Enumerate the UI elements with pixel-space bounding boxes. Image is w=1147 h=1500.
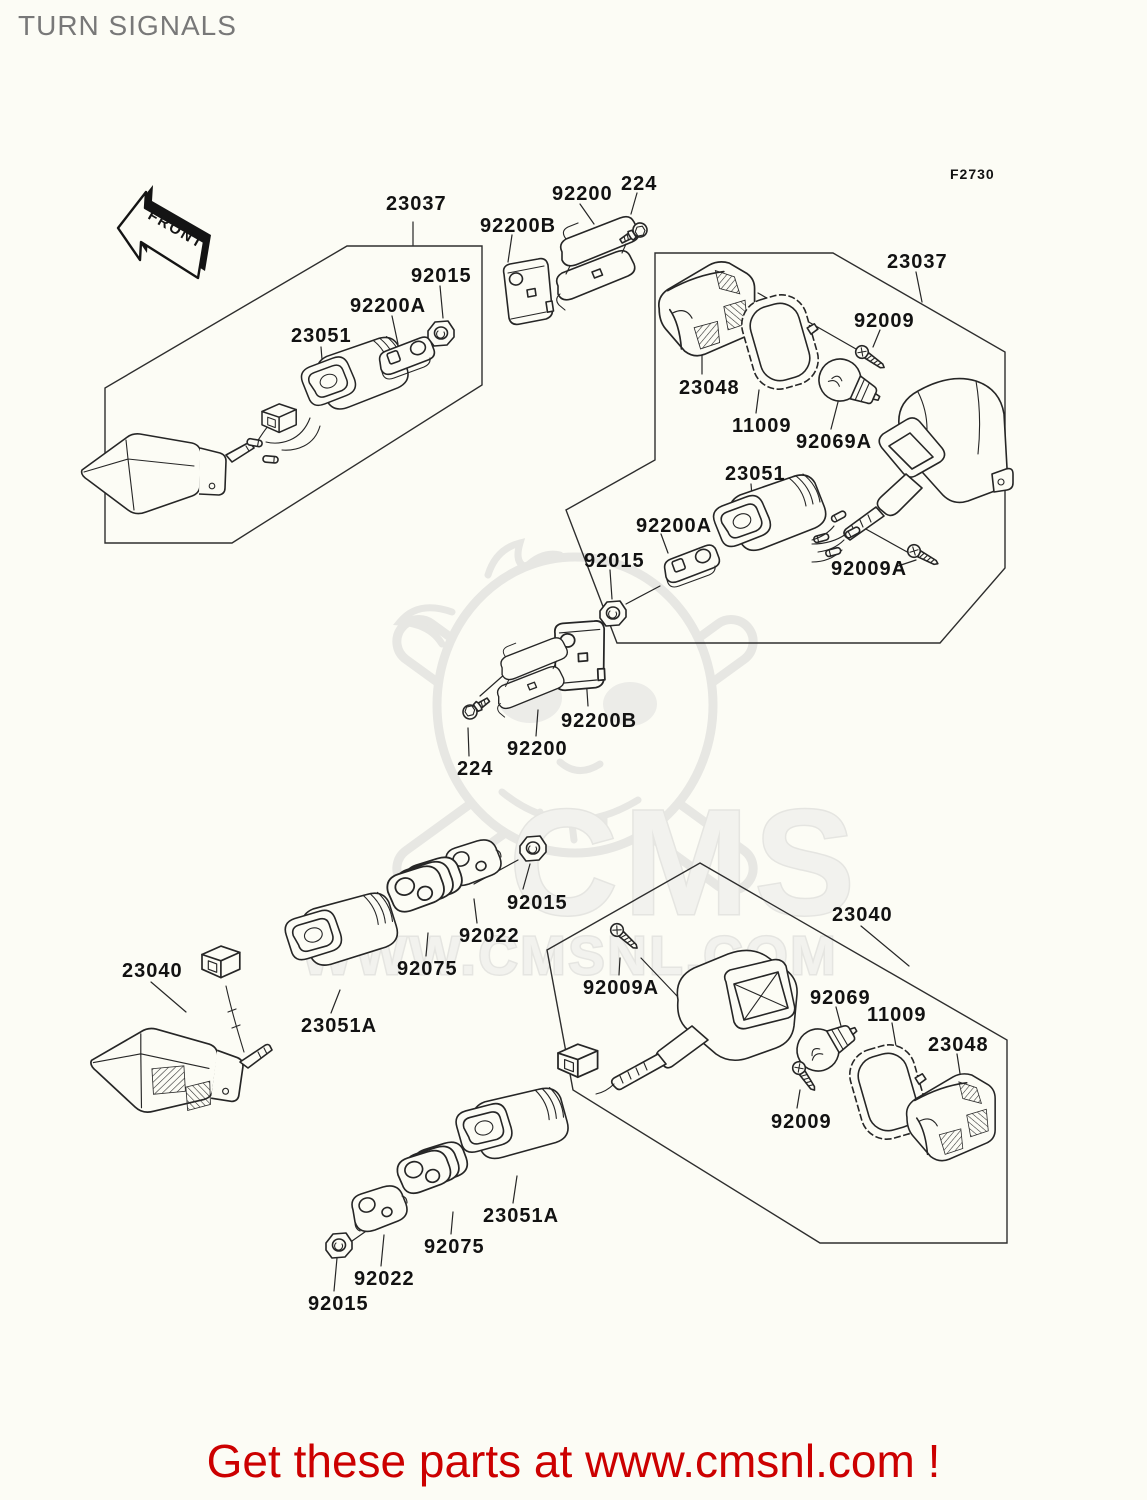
- box-front-right-23037: [565, 252, 1006, 644]
- part-label-23037: 23037: [386, 193, 447, 215]
- part-label-92009A: 92009A: [831, 558, 908, 580]
- page-title: TURN SIGNALS: [18, 10, 237, 41]
- part-drawing-front-right-signal: [459, 261, 1014, 723]
- part-label-92200A: 92200A: [636, 515, 713, 537]
- part-label-23037: 23037: [887, 251, 948, 273]
- part-label-92022: 92022: [459, 925, 520, 947]
- part-label-92069: 92069: [810, 987, 871, 1009]
- part-label-92200A: 92200A: [350, 295, 427, 317]
- diagram-code: F2730: [950, 166, 995, 182]
- part-label-92015: 92015: [507, 892, 568, 914]
- part-label-92200B: 92200B: [480, 215, 557, 237]
- part-label-92075: 92075: [424, 1236, 485, 1258]
- part-label-92015: 92015: [411, 265, 472, 287]
- part-label-23051: 23051: [725, 463, 786, 485]
- part-label-23040: 23040: [832, 904, 893, 926]
- part-label-92200: 92200: [552, 183, 613, 205]
- part-label-23051A: 23051A: [483, 1205, 560, 1227]
- part-label-11009: 11009: [732, 415, 792, 437]
- part-label-92075: 92075: [397, 958, 458, 980]
- assembly-boxes: [104, 245, 1008, 1244]
- part-label-92200B: 92200B: [561, 710, 638, 732]
- part-label-92022: 92022: [354, 1268, 415, 1290]
- part-label-11009: 11009: [867, 1004, 927, 1026]
- part-label-92015: 92015: [308, 1293, 369, 1315]
- part-label-23048: 23048: [928, 1034, 989, 1056]
- part-label-92069A: 92069A: [796, 431, 873, 453]
- part-drawing-rear-right-signal: [325, 920, 996, 1259]
- watermark-logo-text: CMS: [509, 778, 860, 946]
- box-front-left-23037: [104, 245, 483, 544]
- part-label-23051A: 23051A: [301, 1015, 378, 1037]
- part-drawing-front-left-signal: [80, 320, 455, 515]
- box-rear-23040: [546, 862, 1008, 1244]
- part-drawing-rear-left-signal: [85, 945, 273, 1123]
- part-label-23051: 23051: [291, 325, 352, 347]
- part-label-92009: 92009: [771, 1111, 832, 1133]
- part-label-23048: 23048: [679, 377, 740, 399]
- part-label-224: 224: [621, 173, 658, 195]
- part-label-92200: 92200: [507, 738, 568, 760]
- part-label-92009A: 92009A: [583, 977, 660, 999]
- part-label-224: 224: [457, 758, 494, 780]
- cmsnl-banner-text: Get these parts at www.cmsnl.com !: [206, 1435, 941, 1487]
- part-label-23040: 23040: [122, 960, 183, 982]
- part-label-92009: 92009: [854, 310, 915, 332]
- front-arrow-icon: FRONT: [116, 185, 211, 280]
- part-label-92015: 92015: [584, 550, 645, 572]
